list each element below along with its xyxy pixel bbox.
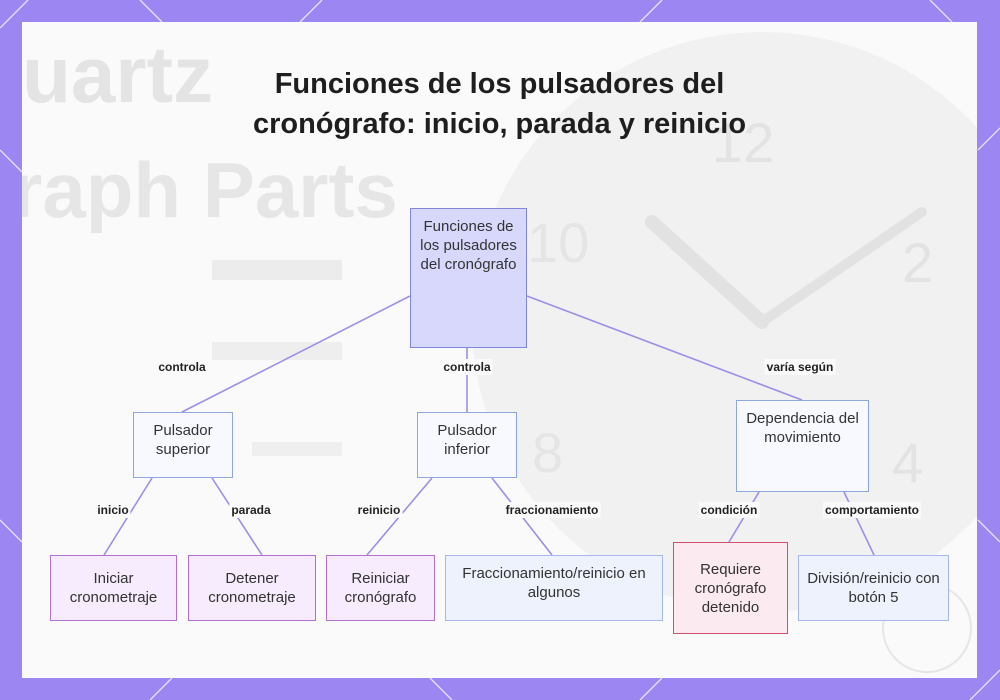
edge-label-varia-segun: varía según <box>764 359 836 375</box>
edge-root-dependencia <box>526 295 803 401</box>
dial-number-12: 12 <box>712 111 774 174</box>
node-detener: Detener cronometraje <box>188 555 316 621</box>
edge-label-controla-inferior: controla <box>441 359 493 375</box>
node-pulsador-superior: Pulsador superior <box>133 412 233 478</box>
diagram-title: Funciones de los pulsadores del cronógra… <box>252 68 747 140</box>
node-dependencia: Dependencia del movimiento <box>736 400 869 492</box>
dial-number-4: 4 <box>892 431 923 494</box>
diagram-card: uartz raph Parts 12 10 2 8 4 Funciones d… <box>22 22 977 678</box>
node-division: División/reinicio con botón 5 <box>798 555 949 621</box>
background-word-quartz: uartz <box>22 30 213 119</box>
edge-label-inicio: inicio <box>95 502 131 518</box>
edge-label-controla-superior: controla <box>156 359 208 375</box>
dial-number-2: 2 <box>902 231 933 294</box>
dial-number-10: 10 <box>527 211 589 274</box>
edge-root-superior <box>181 295 411 413</box>
dial-number-8: 8 <box>532 421 563 484</box>
node-iniciar: Iniciar cronometraje <box>50 555 177 621</box>
node-root: Funciones de los pulsadores del cronógra… <box>410 208 527 348</box>
edge-label-parada: parada <box>229 502 273 518</box>
node-reiniciar: Reiniciar cronógrafo <box>326 555 435 621</box>
node-requiere: Requiere cronógrafo detenido <box>673 542 788 634</box>
node-pulsador-inferior: Pulsador inferior <box>417 412 517 478</box>
edge-label-reinicio: reinicio <box>355 502 403 518</box>
edge-label-condicion: condición <box>698 502 760 518</box>
node-fraccionamiento: Fraccionamiento/reinicio en algunos <box>445 555 663 621</box>
edge-label-comportamiento: comportamiento <box>822 502 922 518</box>
background-word-parts: raph Parts <box>22 146 398 234</box>
edge-label-fraccionamiento: fraccionamiento <box>503 502 601 518</box>
